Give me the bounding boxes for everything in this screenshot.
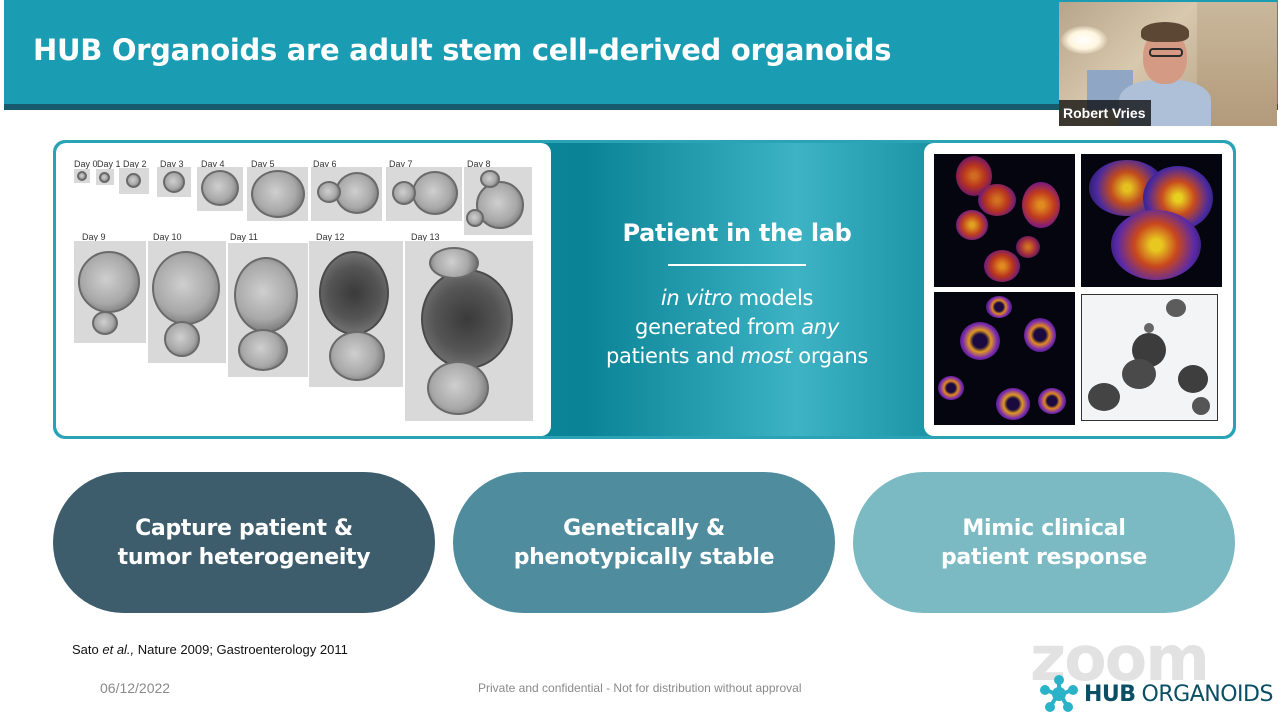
day-label: Day 7 [389,159,413,169]
microscopy-images [924,143,1233,436]
banner-heading: Patient in the lab [622,219,852,247]
day-label: Day 9 [82,232,106,242]
fluorescent-image [934,292,1075,425]
confidentiality-notice: Private and confidential - Not for distr… [478,681,802,695]
organoid-growth-image: Day 0 Day 1 Day 2 Day 3 Day 4 Day 5 Day … [56,143,551,436]
benefit-clinical-response: Mimic clinical patient response [853,472,1235,613]
day-label: Day 4 [201,159,225,169]
fluorescent-image [934,154,1075,287]
day-label: Day 0 [74,159,98,169]
fluorescent-image [1081,154,1222,287]
day-label: Day 6 [313,159,337,169]
day-label: Day 1 [97,159,121,169]
day-label: Day 13 [411,232,440,242]
day-label: Day 2 [123,159,147,169]
day-label: Day 10 [153,232,182,242]
star-organoid-icon [1040,675,1078,712]
hub-organoids-logo: HUB ORGANOIDS [1040,674,1273,714]
benefit-heterogeneity: Capture patient & tumor heterogeneity [53,472,435,613]
banner-divider [668,264,806,266]
day-label: Day 5 [251,159,275,169]
participant-video-tile[interactable]: Robert Vries [1059,2,1277,126]
slide-title: HUB Organoids are adult stem cell-derive… [33,33,892,67]
header-divider [4,104,1278,110]
logo-hub-text: HUB [1084,681,1136,707]
slide-date: 06/12/2022 [100,680,171,696]
day-label: Day 11 [230,232,258,242]
logo-organoids-text: ORGANOIDS [1141,681,1274,707]
day-label: Day 12 [316,232,345,242]
benefit-stability: Genetically & phenotypically stable [453,472,835,613]
brightfield-image [1081,294,1218,421]
day-label: Day 3 [160,159,184,169]
participant-name-label: Robert Vries [1059,100,1152,126]
citation: Sato et al., Nature 2009; Gastroenterolo… [72,642,348,657]
day-label: Day 8 [467,159,491,169]
banner-description: in vitro models generated from any patie… [605,286,869,368]
